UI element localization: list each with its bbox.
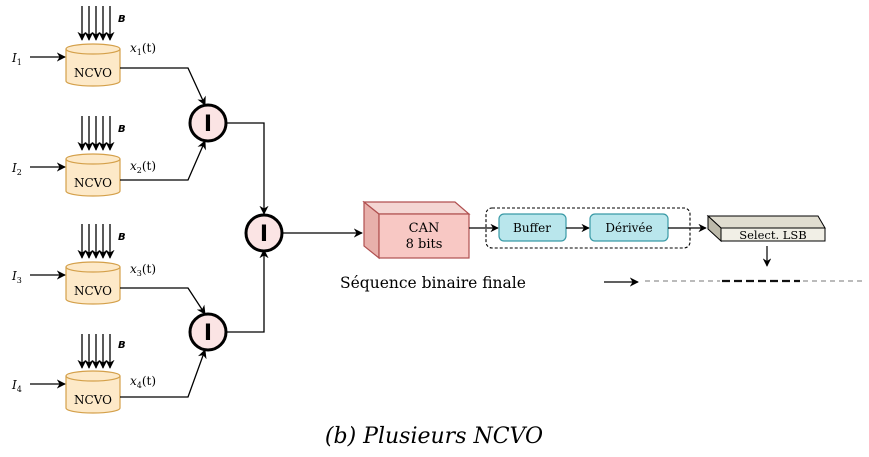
field-arrows-2 [77,116,115,151]
output-line-1 [120,67,206,106]
buffer-block: Buffer [498,213,567,242]
output-label-1: x1(t) [130,41,156,57]
ncvo-unit-2: B NCVO I2 x2(t) [11,116,206,197]
select-lsb-block: Select. LSB [706,214,826,243]
field-label-4: B [118,340,126,351]
adc-label-line1: CAN [409,221,440,236]
ncvo-cylinder-2 [65,153,121,197]
derivative-label: Dérivée [605,221,652,235]
output-line-2 [120,140,206,181]
ncvo-label-4: NCVO [74,393,112,407]
input-label-1: I1 [11,51,22,67]
combiner-top: I [188,103,228,143]
combiner-bottom: I [188,312,228,352]
field-label-3: B [118,232,126,243]
derivative-block: Dérivée [589,213,669,242]
ncvo-unit-1: B NCVO I1 x1(t) [11,6,206,106]
field-arrows-3 [77,224,115,259]
combiner-top-symbol: I [204,112,212,137]
ncvo-cylinder-4 [65,370,121,414]
ncvo-cylinder-3 [65,261,121,305]
output-label-2: x2(t) [130,159,156,175]
input-label-3: I3 [11,269,22,285]
field-label-1: B [118,14,126,25]
ncvo-label-2: NCVO [74,176,112,190]
output-line-4 [120,349,207,398]
figure-caption: (b) Plusieurs NCVO [325,424,543,449]
output-line-3 [120,287,206,315]
ncvo-cylinder-1 [65,43,121,87]
adc-block: CAN 8 bits [362,200,471,260]
ncvo-unit-3: B NCVO I3 x3(t) [11,224,206,315]
combiner-center: I [244,213,284,253]
ncvo-label-1: NCVO [74,66,112,80]
field-label-2: B [118,124,126,135]
combiner-bottom-symbol: I [204,321,212,346]
output-sequence-label: Séquence binaire finale [340,274,526,292]
input-label-2: I2 [11,161,22,177]
adc-label-line2: 8 bits [406,237,443,252]
link-top-to-center [226,122,269,215]
output-label-4: x4(t) [130,374,156,390]
combiner-center-symbol: I [260,222,268,247]
output-label-3: x3(t) [130,262,156,278]
ncvo-unit-4: B NCVO I4 x4(t) [11,334,207,414]
select-lsb-label: Select. LSB [739,228,807,242]
field-arrows-4 [77,334,115,369]
buffer-label: Buffer [513,221,551,235]
link-bottom-to-center [226,249,269,333]
input-label-4: I4 [11,378,22,394]
ncvo-label-3: NCVO [74,284,112,298]
field-arrows-1 [77,6,115,41]
